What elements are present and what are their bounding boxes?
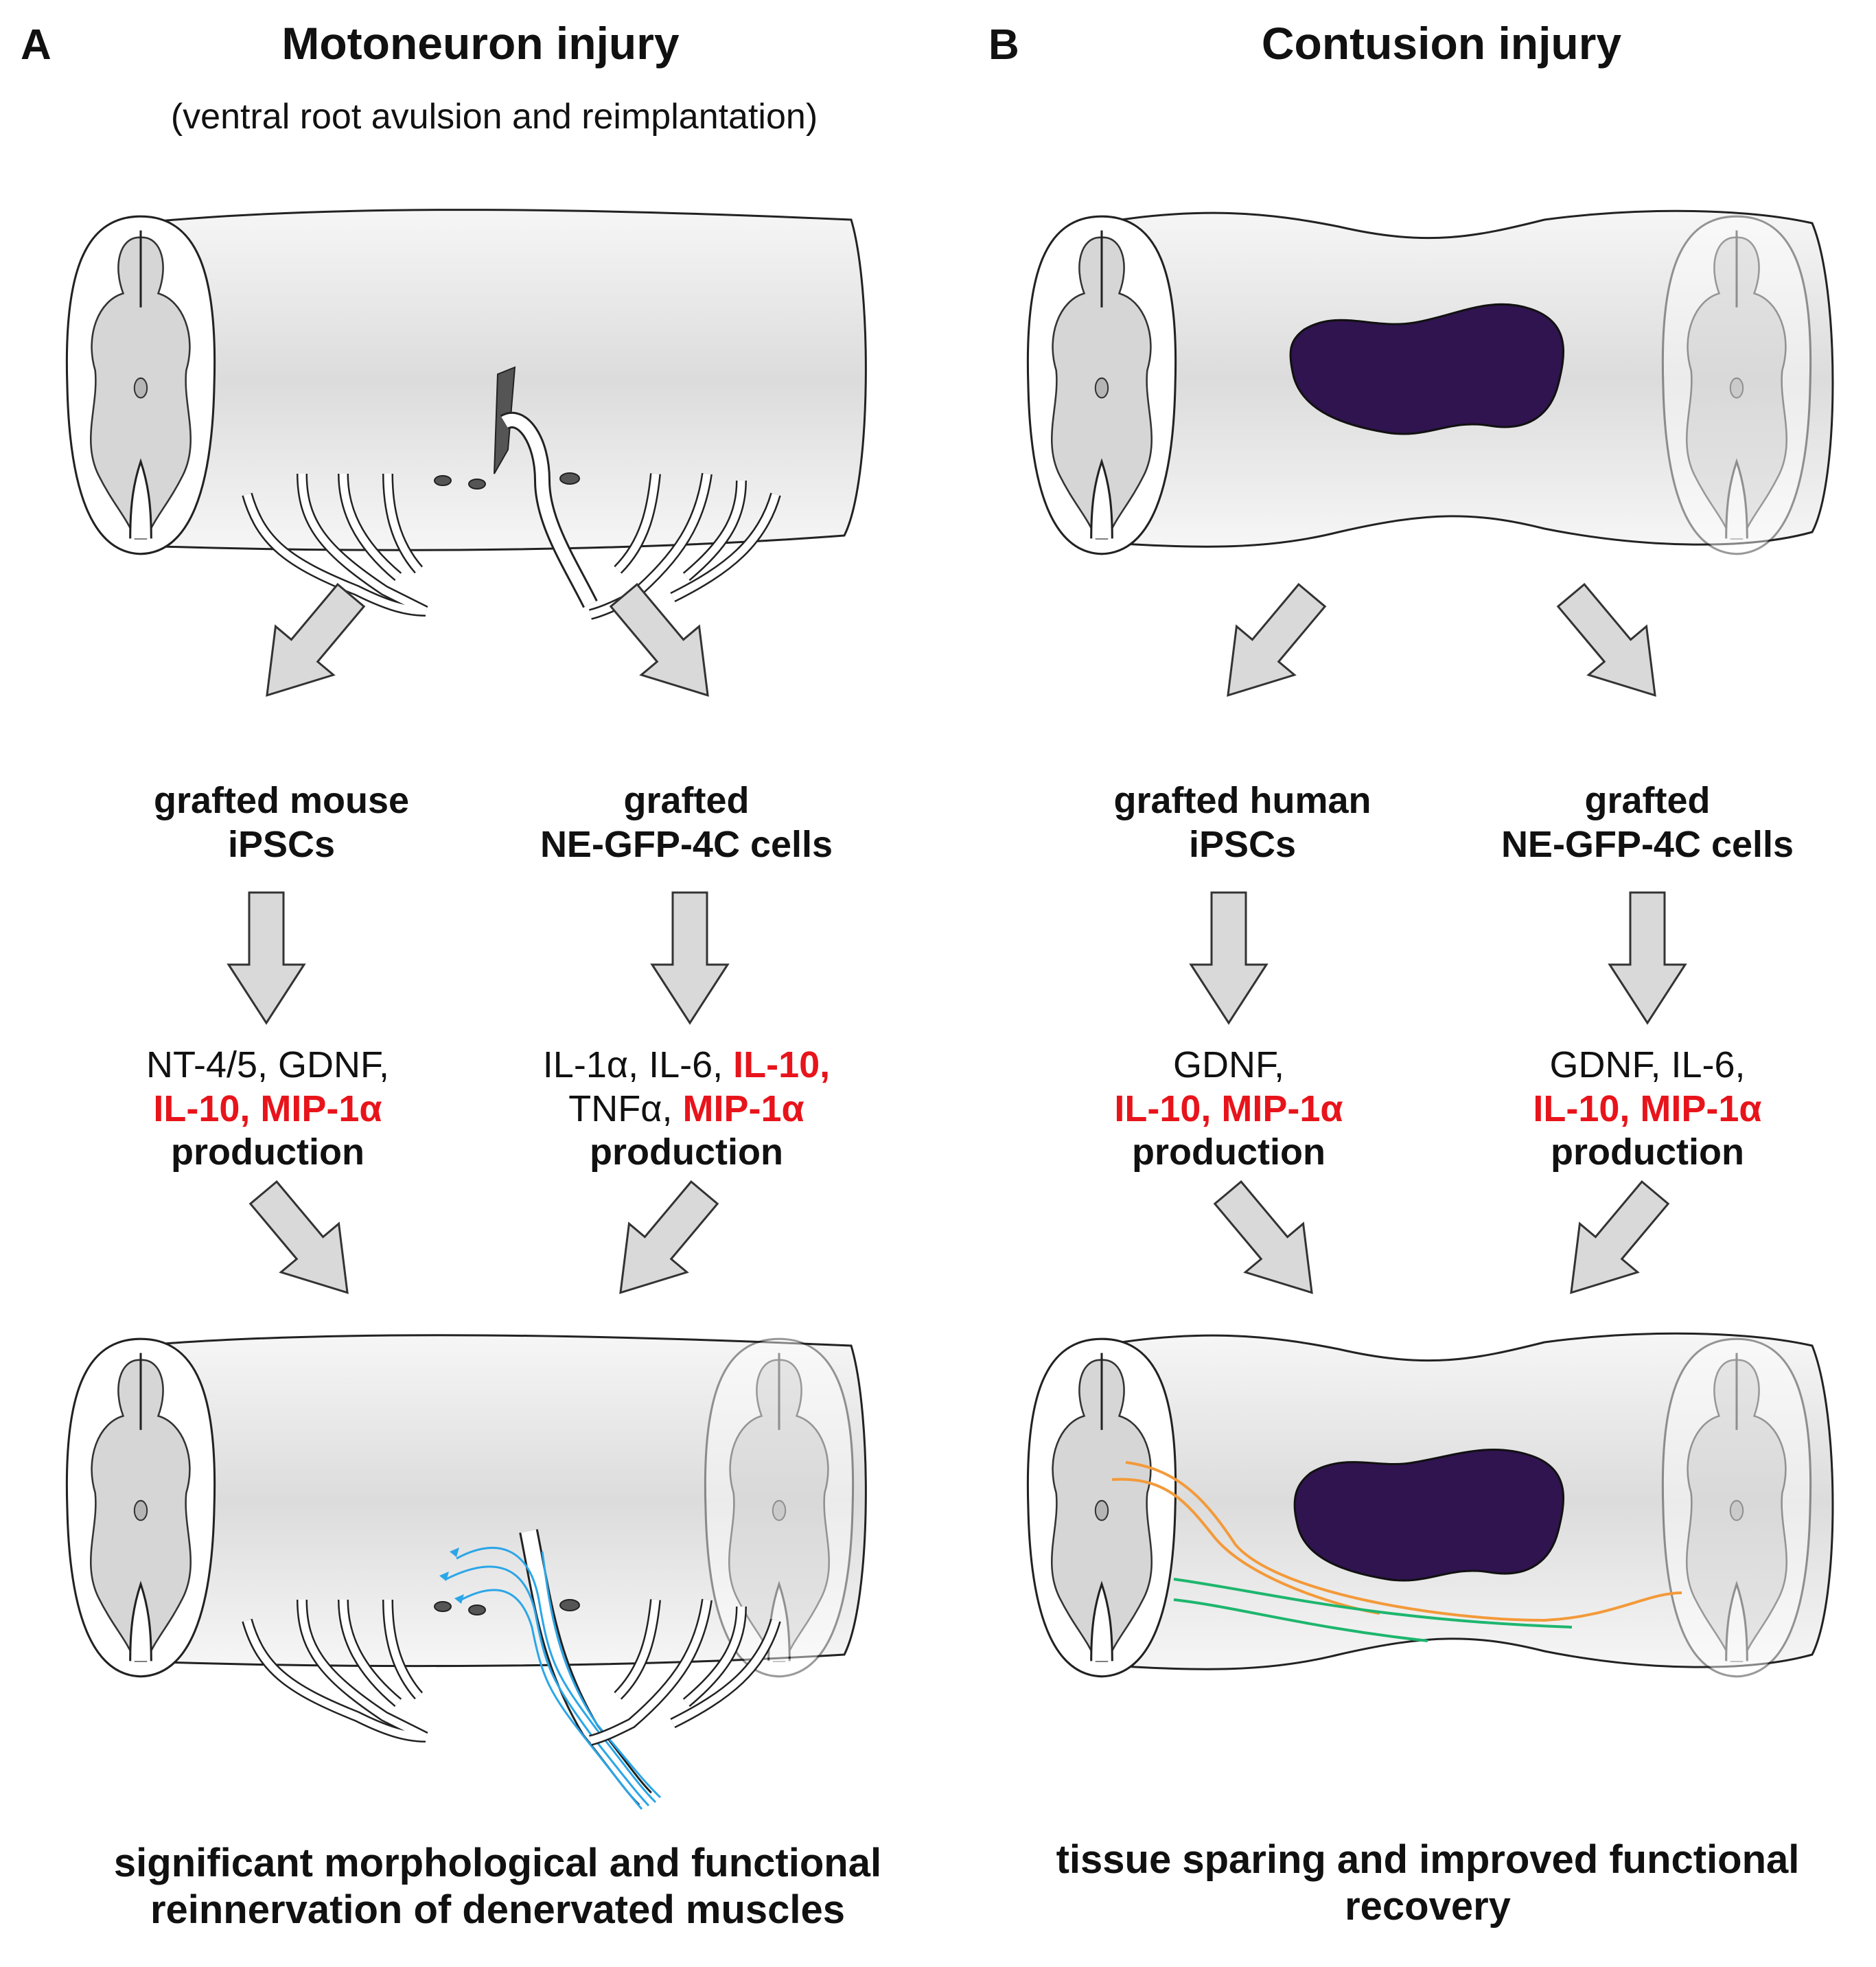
highlighted-factors: IL-10, MIP-1α	[1533, 1088, 1762, 1129]
cross-section-left	[1026, 215, 1177, 555]
contusion-lesion	[1293, 1448, 1565, 1582]
cross-section-right-faded	[1661, 215, 1812, 555]
arrow-a-right-converge	[590, 1167, 734, 1318]
panel-a-outcome: significant morphological and functional…	[27, 1840, 968, 1934]
spared-axons-orange	[1111, 1461, 1682, 1622]
growth-cones-blue	[439, 1548, 464, 1604]
panel-a-title: Motoneuron injury	[281, 18, 680, 69]
panel-b-injured-cord	[1026, 209, 1834, 555]
factor-line: NT-4/5, GDNF,	[146, 1044, 390, 1085]
root-stumps	[434, 1599, 580, 1615]
highlighted-factors: IL-10, MIP-1α	[1114, 1088, 1343, 1129]
production-label: production	[1132, 1131, 1325, 1173]
factor-line: GDNF, IL-6,	[1549, 1044, 1746, 1085]
highlighted-factors: IL-10,	[733, 1044, 831, 1085]
arrow-a-right-diagonal	[594, 570, 738, 721]
panel-b-title: Contusion injury	[1261, 18, 1622, 69]
cell-label-line: iPSCs	[1188, 823, 1297, 865]
production-label: production	[590, 1131, 783, 1173]
cross-section-left	[65, 1337, 216, 1678]
panel-a-injured-cord	[65, 209, 867, 620]
panel-b-label: B	[988, 21, 1019, 69]
arrow-b-right-converge	[1541, 1167, 1685, 1318]
panel-a-right-factors: IL-1α, IL-6, IL-10, TNFα, MIP-1α product…	[494, 1044, 879, 1175]
root-stumps	[434, 472, 580, 490]
cross-section-left	[65, 215, 216, 555]
arrow-a-right-down	[651, 891, 729, 1024]
cell-label-line: grafted	[1584, 780, 1711, 821]
panel-b-outcome: tissue sparing and improved functional r…	[988, 1837, 1867, 1931]
cell-label-line: NE-GFP-4C cells	[1501, 823, 1794, 865]
factor-line: GDNF,	[1173, 1044, 1284, 1085]
arrow-b-right-diagonal	[1541, 570, 1685, 721]
panel-b-regenerated-cord	[1026, 1332, 1834, 1678]
panel-b-left-cells: grafted human iPSCs	[1057, 779, 1428, 866]
panel-a-regenerated-cord	[65, 1334, 867, 1810]
arrow-b-left-down	[1190, 891, 1268, 1024]
panel-a-left-factors: NT-4/5, GDNF, IL-10, MIP-1α production	[96, 1044, 439, 1175]
panel-a-right-cells: grafted NE-GFP-4C cells	[494, 779, 879, 866]
cell-label-line: grafted	[623, 780, 750, 821]
panel-a-subtitle: (ventral root avulsion and reimplantatio…	[170, 97, 818, 137]
arrow-b-right-down	[1608, 891, 1687, 1024]
highlighted-factors: MIP-1α	[682, 1088, 804, 1129]
regenerating-axons-blue	[445, 1547, 662, 1810]
factor-line: TNFα,	[568, 1088, 683, 1129]
cross-section-right-faded	[1661, 1337, 1812, 1678]
outcome-line: recovery	[1345, 1884, 1511, 1929]
panel-a-left-cells: grafted mouse iPSCs	[96, 779, 467, 866]
factor-line: IL-1α, IL-6,	[542, 1044, 734, 1085]
outcome-line: tissue sparing and improved functional	[1056, 1837, 1800, 1882]
avulsed-ventral-root	[501, 413, 597, 608]
cell-label-line: iPSCs	[227, 823, 336, 865]
panel-b-left-factors: GDNF, IL-10, MIP-1α production	[1057, 1044, 1400, 1175]
arrow-b-left-diagonal	[1198, 570, 1342, 721]
panel-b-right-factors: GDNF, IL-6, IL-10, MIP-1α production	[1476, 1044, 1819, 1175]
spared-axons-green	[1173, 1578, 1573, 1642]
cross-section-left	[1026, 1337, 1177, 1678]
outcome-line: significant morphological and functional	[113, 1841, 882, 1885]
contusion-lesion	[1289, 303, 1565, 435]
cell-label-line: NE-GFP-4C cells	[540, 823, 833, 865]
outcome-line: reinnervation of denervated muscles	[150, 1887, 846, 1933]
panel-a-label: A	[21, 21, 51, 69]
arrow-b-left-converge	[1198, 1167, 1342, 1318]
highlighted-factors: IL-10, MIP-1α	[153, 1088, 382, 1129]
cell-label-line: grafted mouse	[153, 780, 410, 821]
production-label: production	[171, 1131, 364, 1173]
arrow-a-left-converge	[233, 1167, 378, 1318]
arrow-a-left-down	[227, 891, 305, 1024]
cell-label-line: grafted human	[1113, 780, 1371, 821]
production-label: production	[1551, 1131, 1744, 1173]
panel-b-right-cells: grafted NE-GFP-4C cells	[1455, 779, 1840, 866]
